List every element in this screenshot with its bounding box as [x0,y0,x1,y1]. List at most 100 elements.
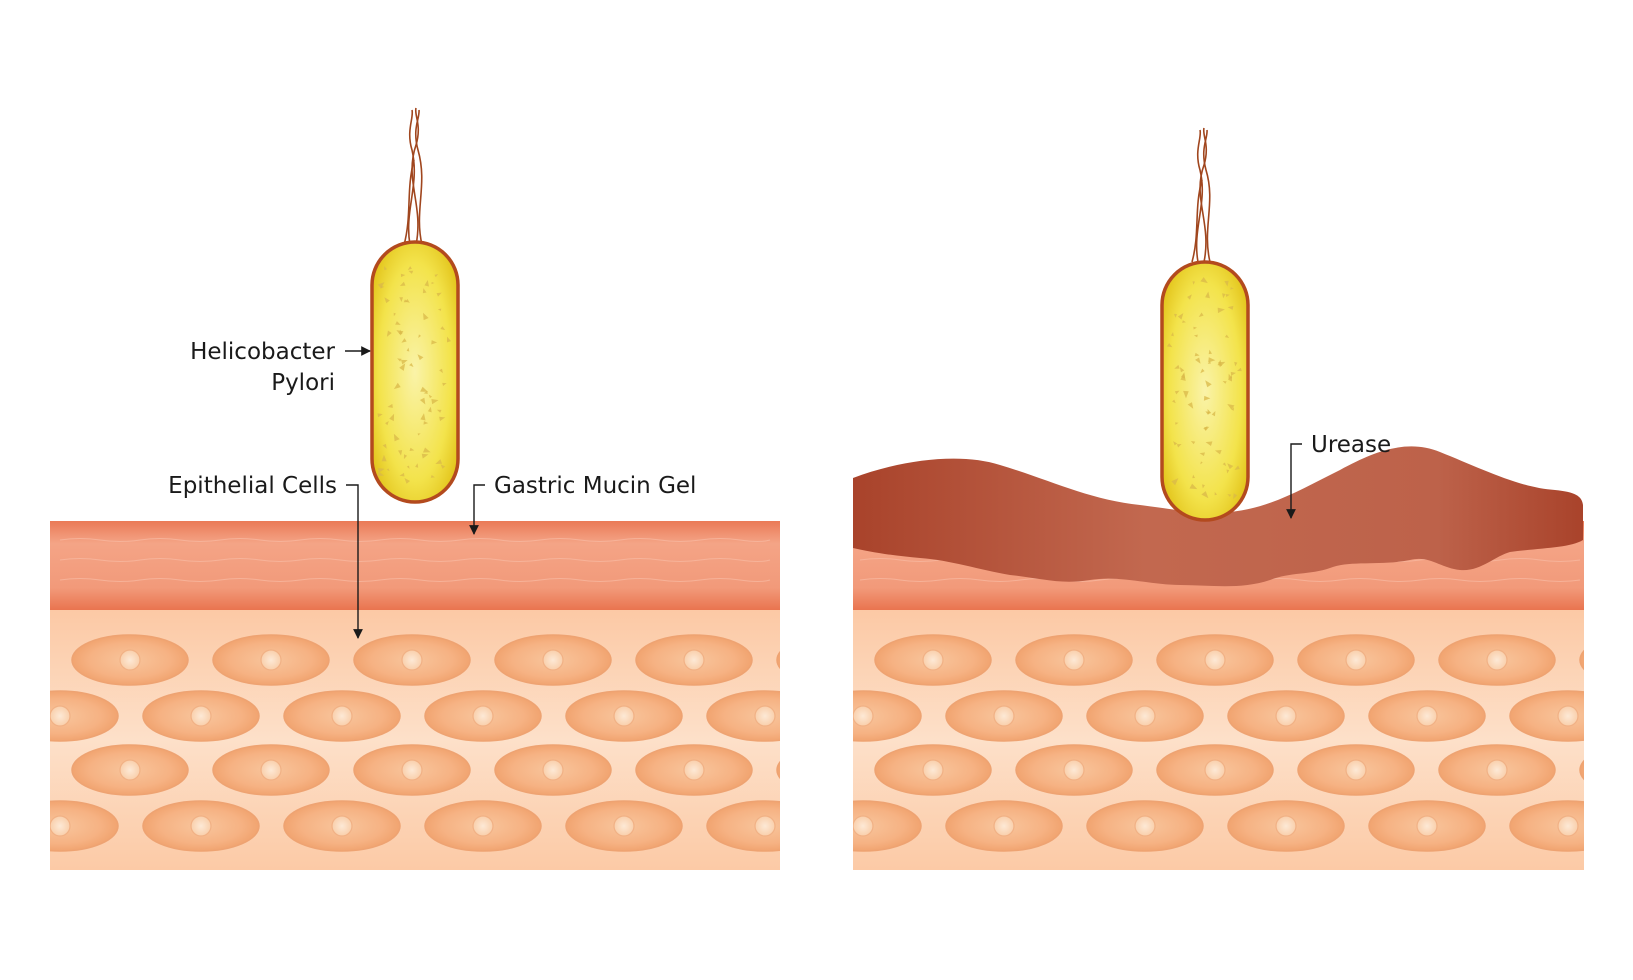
cell-nucleus [261,650,281,670]
cell-nucleus [50,706,70,726]
epithelial-cell [0,745,47,795]
epithelial-cell [1510,801,1626,851]
cell-nucleus [543,760,563,780]
cell-nucleus [1487,760,1507,780]
epithelial-cell [2,691,118,741]
epithelial-cell [1439,745,1555,795]
cell-nucleus [994,816,1014,836]
cell-nucleus [614,706,634,726]
cell-nucleus [120,760,140,780]
cell-nucleus [120,650,140,670]
epithelial-cell [566,691,682,741]
flagella [404,108,422,245]
epithelial-cell [946,801,1062,851]
epithelial-cell [213,635,329,685]
epithelial-cell [495,745,611,795]
cell-nucleus [782,650,802,670]
epithelial-cell [566,801,682,851]
cell-nucleus [1628,760,1633,780]
epithelial-cell [1016,635,1132,685]
cell-nucleus [755,816,775,836]
epithelial-cell [805,691,921,741]
epithelial-cell [1298,745,1414,795]
urease-label: Urease [1311,432,1391,458]
cell-nucleus [853,816,873,836]
cell-nucleus [1064,650,1084,670]
epithelial-cell [143,801,259,851]
epithelial-cell [1087,691,1203,741]
epithelial-cell [1298,635,1414,685]
epithelial-cell [1580,635,1633,685]
epithelial-cell [284,801,400,851]
epithelial-cell [1580,745,1633,795]
cell-nucleus [1205,650,1225,670]
cell-nucleus [1064,760,1084,780]
cell-nucleus [543,650,563,670]
epithelial-cells-label: Epithelial Cells [168,473,337,499]
epithelial-cell [213,745,329,795]
cell-nucleus [473,706,493,726]
epithelial-cell [1087,801,1203,851]
cell-nucleus [261,760,281,780]
epithelial-cell [707,691,823,741]
cell-nucleus [402,760,422,780]
epithelial-cell [636,745,752,795]
cell-nucleus [1346,760,1366,780]
cell-nucleus [755,706,775,726]
bacterium-label-line2: Pylori [271,370,335,396]
epithelial-cell [143,691,259,741]
epithelial-cell [1228,691,1344,741]
flagella-right [1192,128,1210,262]
epithelial-cell [72,635,188,685]
cell-nucleus [1558,816,1578,836]
cell-nucleus [191,816,211,836]
cell-nucleus [825,650,845,670]
cell-nucleus [1487,650,1507,670]
cell-nucleus [684,650,704,670]
epithelial-cell [1439,635,1555,685]
helicobacter-pylori-bacterium [372,108,458,502]
epithelial-cell [1369,801,1485,851]
cell-nucleus [1628,650,1633,670]
epithelial-cell [284,691,400,741]
cell-nucleus [923,650,943,670]
epithelial-cell [1369,691,1485,741]
epithelial-cell [1157,635,1273,685]
epithelial-cell [354,745,470,795]
gastric-mucin-gel-label: Gastric Mucin Gel [494,473,696,499]
cell-nucleus [402,650,422,670]
epithelial-cell [495,635,611,685]
bacterium-body [372,242,458,502]
cell-nucleus [1417,816,1437,836]
epithelial-cell [1228,801,1344,851]
epithelial-cell [425,801,541,851]
epithelial-cell [354,635,470,685]
epithelial-cell [636,635,752,685]
cell-nucleus [994,706,1014,726]
cell-nucleus [684,760,704,780]
cell-nucleus [1135,706,1155,726]
cell-nucleus [473,816,493,836]
epithelial-cell [425,691,541,741]
cell-nucleus [1417,706,1437,726]
epithelial-cell [875,635,991,685]
cell-nucleus [1135,816,1155,836]
epithelial-cell [2,801,118,851]
cell-nucleus [332,816,352,836]
epithelial-cell [805,801,921,851]
epithelial-cell [707,801,823,851]
epithelial-cell [1510,691,1626,741]
epithelial-cell [1016,745,1132,795]
cell-nucleus [614,816,634,836]
cell-nucleus [1276,706,1296,726]
cell-nucleus [782,760,802,780]
cell-nucleus [825,760,845,780]
infected-panel: Urease [664,128,1633,870]
epithelial-cell [875,745,991,795]
cell-nucleus [1276,816,1296,836]
epithelial-cell [946,691,1062,741]
gastric-mucin-layer [50,521,780,610]
cell-nucleus [50,816,70,836]
